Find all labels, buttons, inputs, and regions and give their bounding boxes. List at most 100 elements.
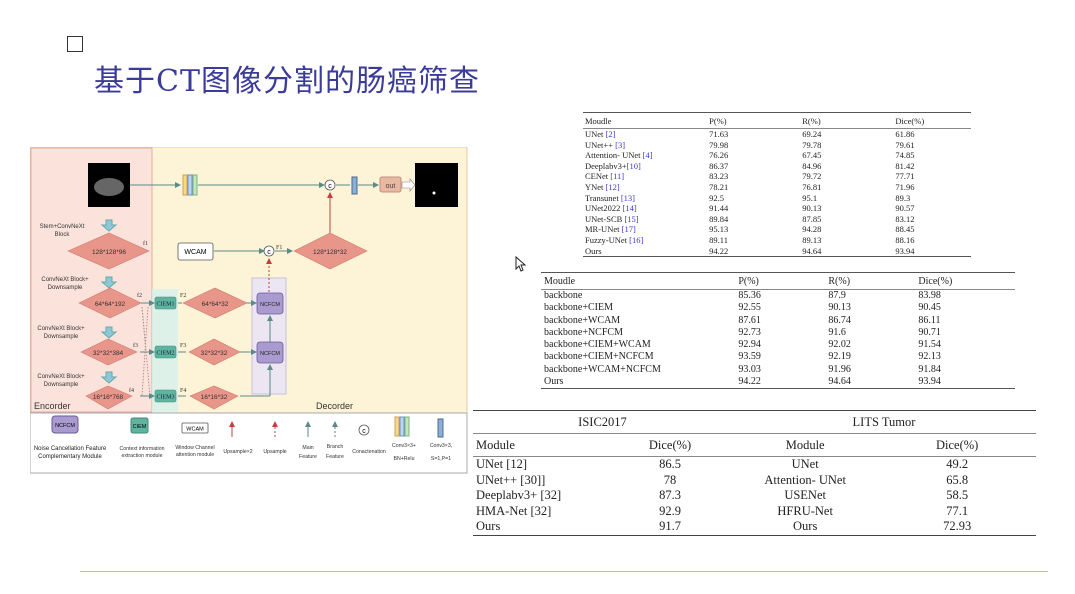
- encoder-node-label: 16*16*768: [93, 394, 124, 401]
- diagram-label: Feature: [326, 454, 344, 460]
- conv-bar-icon: [182, 174, 188, 196]
- decoder-node: [293, 232, 368, 270]
- cell-r: 87.9: [828, 290, 846, 301]
- down-arrow-icon: [100, 276, 118, 289]
- citation-link[interactable]: [15]: [624, 213, 639, 224]
- model-name: UNet [2]: [583, 129, 707, 140]
- model-name: Attention- UNet [4]: [583, 150, 707, 161]
- conv-bar-icon: [192, 174, 198, 196]
- feature-tag: F1: [276, 245, 282, 251]
- decoder-node-label: 128*128*32: [313, 249, 347, 256]
- lesion-mark: [432, 191, 436, 195]
- stage-label: Downsample: [48, 285, 83, 291]
- diagram-label: Branch: [327, 444, 344, 450]
- cell-name: backbone+WCAM+NCFCM: [544, 363, 661, 375]
- cell-name: backbone+WCAM: [544, 314, 621, 326]
- cell-d1: 87.3: [659, 488, 681, 503]
- model-name-text: MR-UNet: [585, 224, 622, 235]
- cell-d: 88.45: [895, 224, 915, 235]
- cell-name: backbone+NCFCM: [544, 326, 623, 338]
- model-name: Fuzzy-UNet [16]: [583, 235, 707, 246]
- decoder-node: [188, 338, 241, 366]
- feature-tag: F4: [180, 388, 186, 394]
- column-header: Dice(%): [878, 433, 1036, 457]
- cell-p: 79.98: [709, 139, 729, 150]
- feature-tag: f3: [133, 342, 138, 349]
- diagram-label: Window Channel: [175, 445, 214, 451]
- diagram-label: attention module: [176, 452, 214, 458]
- cell-m2: Ours: [793, 519, 818, 534]
- legend-conv-bar-icon: [394, 416, 400, 437]
- down-arrow-icon: [100, 219, 118, 232]
- cell-d: 71.96: [895, 181, 915, 192]
- citation-link[interactable]: [4]: [642, 150, 653, 161]
- cell-r: 69.24: [802, 129, 822, 139]
- legend-ncfcm-label: NCFCM: [55, 423, 75, 429]
- cell-d: 81.42: [895, 160, 915, 171]
- cell-d: 83.12: [895, 213, 915, 224]
- column-header: Module: [731, 433, 879, 457]
- encoder-node: [67, 232, 150, 270]
- diagram-label: Conv3×3+: [392, 443, 416, 449]
- citation-link[interactable]: [2]: [605, 129, 616, 139]
- cell-name: Ours: [544, 376, 564, 388]
- encoder-node-label: 32*32*384: [93, 350, 124, 357]
- cell-p: 92.73: [738, 326, 761, 338]
- citation-link[interactable]: [10]: [626, 160, 641, 171]
- ct-body-shape: [94, 178, 124, 196]
- citation-link[interactable]: [12]: [605, 181, 620, 192]
- legend-ncfcm-description: Noise Cancellation Feature: [34, 446, 107, 452]
- cell-p: 86.37: [709, 160, 729, 171]
- legend-ciem-label: CIEM: [133, 424, 147, 430]
- citation-link[interactable]: [16]: [629, 234, 644, 245]
- citation-link[interactable]: [11]: [610, 171, 625, 182]
- cell-r: 89.13: [802, 234, 822, 245]
- cell-r: 90.13: [802, 203, 822, 214]
- ncfcm-box: [256, 292, 284, 315]
- feature-tag: F2: [180, 293, 186, 299]
- cell-r: 95.1: [802, 192, 818, 203]
- model-name: Transunet [13]: [583, 193, 707, 204]
- feature-tag: F3: [180, 343, 186, 349]
- cell-d: 61.86: [895, 129, 915, 139]
- conv-out-bar-icon: [351, 176, 358, 195]
- cell-name: backbone+CIEM+WCAM: [544, 339, 651, 351]
- citation-link[interactable]: [14]: [622, 203, 637, 214]
- cell-r: 76.81: [802, 181, 822, 192]
- citation-link[interactable]: [13]: [620, 192, 635, 203]
- ciem2-box: [154, 345, 177, 359]
- citation-link[interactable]: [3]: [615, 139, 626, 150]
- cell-r: 90.13: [828, 302, 851, 314]
- diagram-label: S=1,P=1: [431, 456, 451, 462]
- cell-d: 79.61: [895, 139, 915, 150]
- legend-ciem-box: [130, 417, 149, 434]
- model-name-text: Transunet: [585, 192, 621, 203]
- diagram-label: Main: [302, 445, 313, 451]
- cell-r: 94.64: [828, 376, 851, 388]
- model-name-text: UNet: [585, 129, 606, 139]
- model-name: MR-UNet [17]: [583, 224, 707, 235]
- column-header: Dice(%): [608, 433, 732, 457]
- model-name: Ours: [583, 246, 707, 257]
- stage-label: Downsample: [44, 382, 79, 388]
- ncfcm-label: NCFCM: [260, 302, 280, 308]
- mouse-cursor-icon: [515, 256, 527, 272]
- column-header: Moudle: [541, 272, 736, 290]
- cell-r: 92.19: [828, 351, 851, 363]
- column-header: P(%): [707, 112, 801, 129]
- wcam-box: [177, 242, 214, 261]
- cell-m2: HFRU-Net: [777, 503, 833, 518]
- legend-ncfcm-box: [51, 415, 79, 434]
- cell-d: 88.16: [895, 234, 915, 245]
- citation-link[interactable]: [17]: [621, 224, 636, 235]
